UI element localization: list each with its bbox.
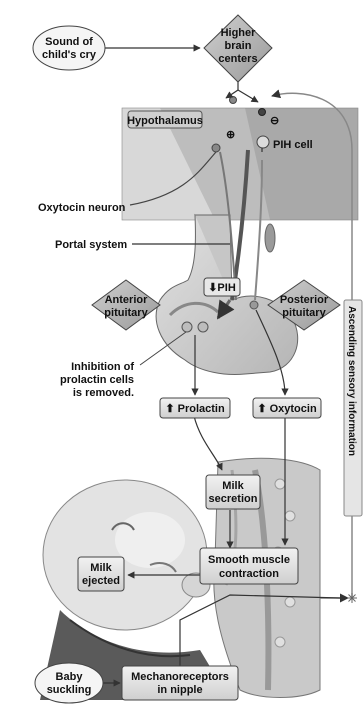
svg-text:pituitary: pituitary <box>104 307 148 319</box>
smooth-muscle-box: Smooth muscle contraction <box>200 548 298 584</box>
baby-suckling-node: Baby suckling <box>35 663 103 703</box>
hypothalamus-label: Hypothalamus <box>127 115 203 127</box>
portal-system-label: Portal system <box>55 239 127 251</box>
svg-text:in nipple: in nipple <box>157 684 202 696</box>
svg-text:Inhibition of: Inhibition of <box>71 361 134 373</box>
svg-text:child's cry: child's cry <box>42 49 97 61</box>
svg-text:brain: brain <box>225 40 252 52</box>
oxytocin-box: ⬆ Oxytocin <box>253 398 321 418</box>
svg-text:Smooth muscle: Smooth muscle <box>208 554 290 566</box>
mechanoreceptors-box: Mechanoreceptors in nipple <box>122 666 238 700</box>
anterior-pituitary-node: Anterior pituitary <box>92 280 160 330</box>
oxytocin-neuron-label: Oxytocin neuron <box>38 202 126 214</box>
stimulate-sign: ⊕ <box>226 129 235 141</box>
pih-cell-label: PIH cell <box>273 139 313 151</box>
prolactin-box: ⬆ Prolactin <box>160 398 230 418</box>
higher-brain-centers-node: Higher brain centers <box>204 15 272 82</box>
milk-secretion-box: Milk secretion <box>206 475 260 509</box>
inhibit-sign: ⊖ <box>270 115 279 127</box>
svg-text:⬇PIH: ⬇PIH <box>208 282 236 294</box>
svg-text:contraction: contraction <box>219 568 279 580</box>
svg-text:Milk: Milk <box>222 480 244 492</box>
svg-text:ejected: ejected <box>82 575 120 587</box>
svg-text:suckling: suckling <box>47 684 92 696</box>
milk-ejected-box: Milk ejected <box>78 557 124 591</box>
svg-text:⬆ Prolactin: ⬆ Prolactin <box>165 403 225 415</box>
svg-text:Milk: Milk <box>90 562 112 574</box>
svg-text:Mechanoreceptors: Mechanoreceptors <box>131 671 229 683</box>
svg-text:Higher: Higher <box>221 27 257 39</box>
svg-text:Anterior: Anterior <box>105 294 149 306</box>
svg-text:is removed.: is removed. <box>73 387 134 399</box>
svg-text:centers: centers <box>218 53 257 65</box>
ascending-sensory-label: Ascending sensory information <box>346 306 357 456</box>
svg-text:Posterior: Posterior <box>280 294 329 306</box>
svg-text:Sound of: Sound of <box>45 36 93 48</box>
svg-text:pituitary: pituitary <box>282 307 326 319</box>
svg-text:prolactin cells: prolactin cells <box>60 374 134 386</box>
svg-text:Baby: Baby <box>56 671 84 683</box>
pih-box: ⬇PIH <box>204 278 240 296</box>
svg-text:⬆ Oxytocin: ⬆ Oxytocin <box>257 403 317 415</box>
hypothalamus-label-box: Hypothalamus <box>127 111 203 128</box>
svg-text:secretion: secretion <box>209 493 258 505</box>
sound-of-cry-node: Sound of child's cry <box>33 26 105 70</box>
